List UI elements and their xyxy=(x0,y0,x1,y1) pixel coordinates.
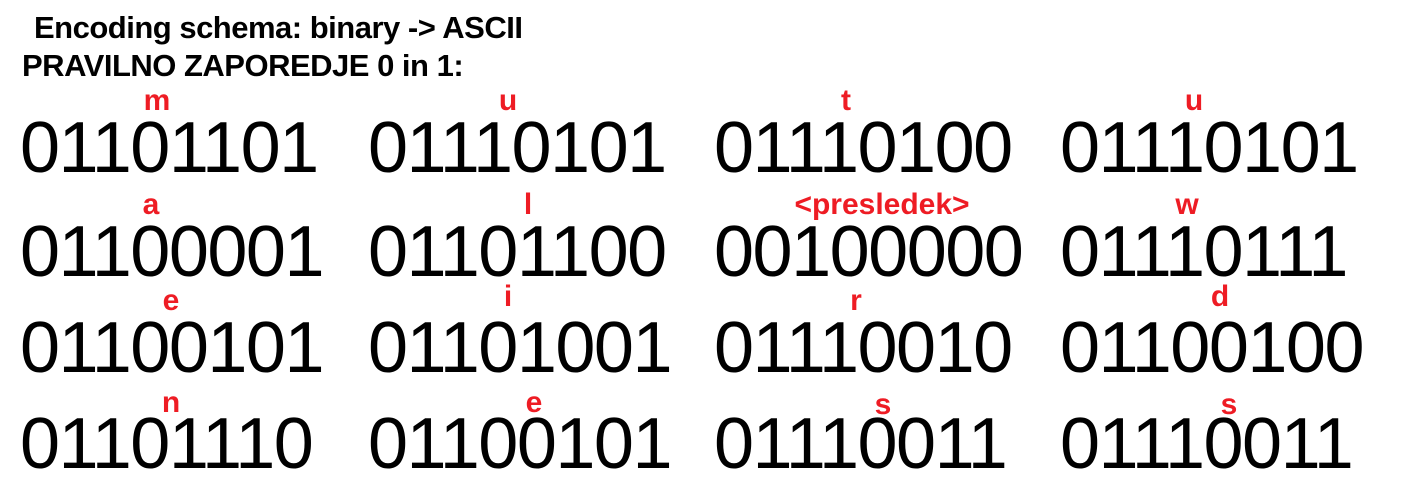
page-subtitle: PRAVILNO ZAPOREDJE 0 in 1: xyxy=(22,48,464,83)
binary-value: 01101110 xyxy=(20,404,314,484)
ascii-letter-label: s xyxy=(1220,388,1238,421)
binary-cell: r 01110010 xyxy=(714,280,1059,390)
ascii-letter-label: d xyxy=(1210,280,1230,313)
binary-cell: d 01100100 xyxy=(1060,280,1405,390)
binary-cell: e 01100101 xyxy=(20,280,365,390)
binary-cell: i 01101001 xyxy=(368,280,713,390)
binary-value: 01110101 xyxy=(368,108,667,188)
binary-value: 01100100 xyxy=(1060,308,1365,388)
ascii-letter-label: a xyxy=(142,188,160,221)
binary-value: 01100101 xyxy=(20,308,325,388)
ascii-letter-label: s xyxy=(874,388,892,421)
binary-value: 01101001 xyxy=(368,308,673,388)
binary-value: 01110011 xyxy=(1060,404,1354,484)
binary-cell: a 01100001 xyxy=(20,188,365,298)
ascii-letter-label: e xyxy=(162,284,180,317)
binary-cell: s 01110011 xyxy=(1060,382,1405,492)
binary-value: 01101101 xyxy=(20,108,319,188)
ascii-letter-label: r xyxy=(850,284,862,317)
ascii-letter-label: e xyxy=(525,386,543,419)
ascii-letter-label: u xyxy=(1184,84,1204,117)
binary-row-4: n 01101110 e 01100101 s 01110011 s 01110… xyxy=(20,382,1419,492)
binary-cell: <presledek> 00100000 xyxy=(714,188,1059,298)
binary-cell: t 01110100 xyxy=(714,84,1059,194)
ascii-letter-label: u xyxy=(498,84,518,117)
ascii-letter-label: w xyxy=(1175,188,1199,221)
binary-value: 01110011 xyxy=(714,404,1008,484)
binary-row-2: a 01100001 l 01101100 <presledek> 001000… xyxy=(20,188,1419,298)
binary-cell: u 01110101 xyxy=(1060,84,1405,194)
binary-value: 01110010 xyxy=(714,308,1013,388)
binary-cell: l 01101100 xyxy=(368,188,713,298)
binary-cell: u 01110101 xyxy=(368,84,713,194)
ascii-letter-label: n xyxy=(161,386,181,419)
ascii-letter-label: t xyxy=(841,84,851,117)
binary-value: 01110101 xyxy=(1060,108,1359,188)
binary-cell: w 01110111 xyxy=(1060,188,1405,298)
ascii-letter-label: m xyxy=(143,84,171,117)
ascii-letter-label: <presledek> xyxy=(794,188,970,221)
binary-cell: m 01101101 xyxy=(20,84,365,194)
binary-cell: e 01100101 xyxy=(368,382,713,492)
binary-row-3: e 01100101 i 01101001 r 01110010 d 01100… xyxy=(20,280,1419,390)
binary-cell: s 01110011 xyxy=(714,382,1059,492)
binary-value: 01110111 xyxy=(1060,212,1348,292)
ascii-letter-label: l xyxy=(523,188,533,221)
binary-row-1: m 01101101 u 01110101 t 01110100 u 01110… xyxy=(20,84,1419,194)
binary-value: 01101100 xyxy=(368,212,667,292)
binary-value: 00100000 xyxy=(714,212,1024,292)
ascii-letter-label: i xyxy=(503,280,513,313)
binary-value: 01100101 xyxy=(368,404,673,484)
binary-cell: n 01101110 xyxy=(20,382,365,492)
page-title: Encoding schema: binary -> ASCII xyxy=(34,10,523,45)
binary-value: 01110100 xyxy=(714,108,1013,188)
binary-value: 01100001 xyxy=(20,212,325,292)
